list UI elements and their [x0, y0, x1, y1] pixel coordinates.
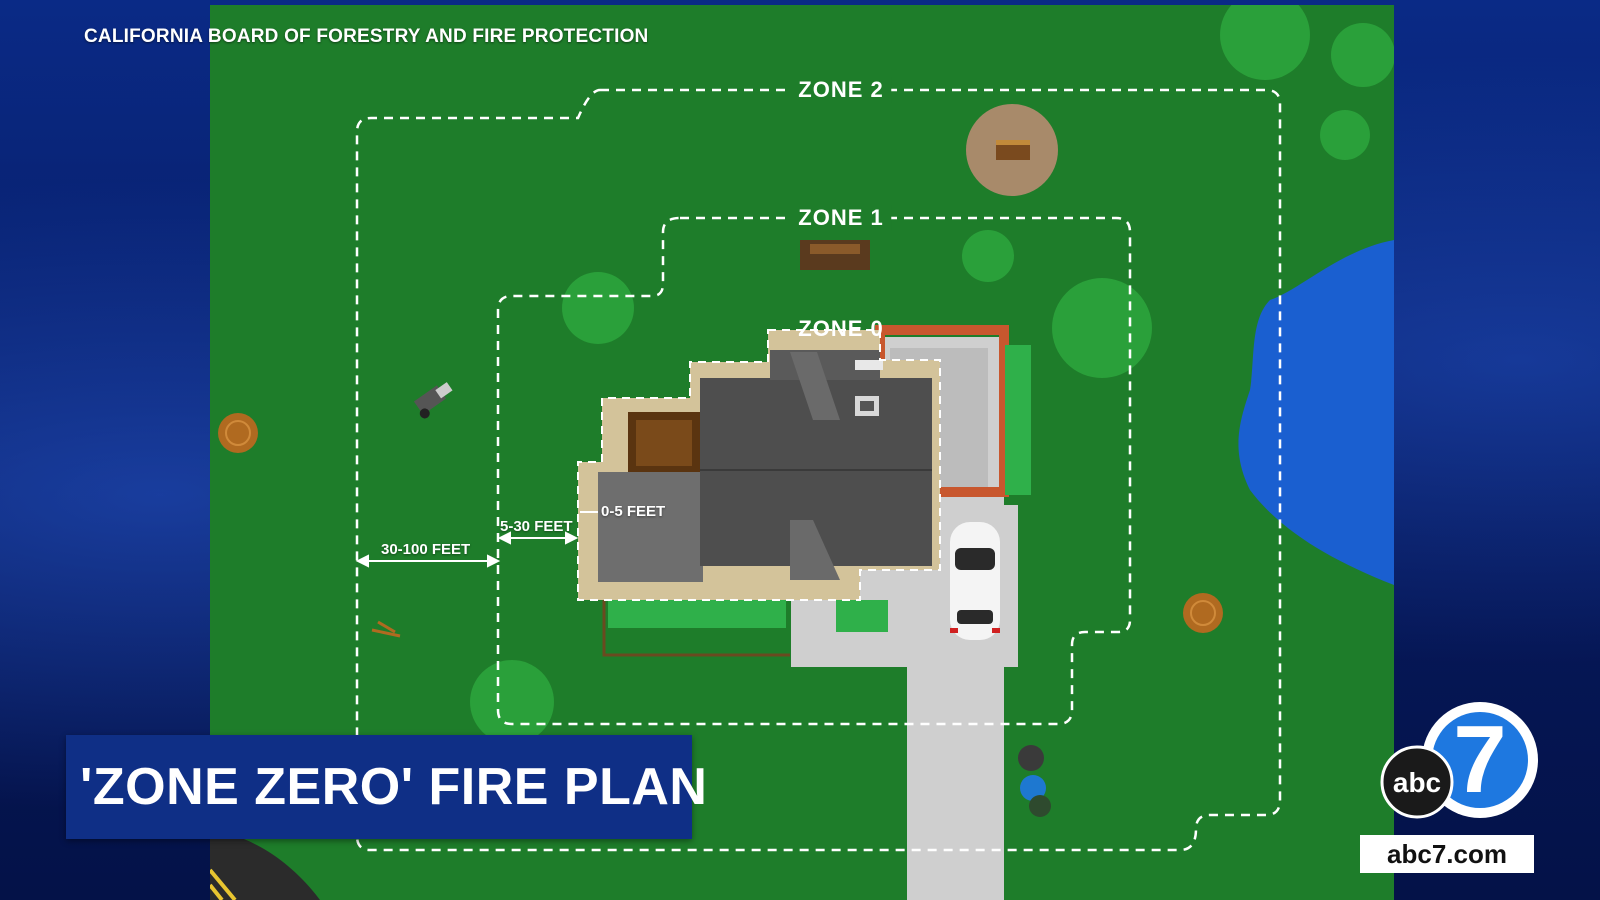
zone-0-boundary — [577, 329, 941, 601]
planter-icon — [608, 600, 786, 628]
headline-text: 'ZONE ZERO' FIRE PLAN — [80, 758, 708, 816]
stump-icon — [1183, 593, 1223, 633]
tree-icon — [962, 230, 1014, 282]
logo-url: abc7.com — [1360, 835, 1534, 873]
tree-icon — [1220, 5, 1310, 80]
trash-bin-icon — [1020, 775, 1046, 801]
zone-2-boundary — [355, 88, 1282, 852]
planter-icon — [836, 600, 888, 632]
tree-icon — [1052, 278, 1152, 378]
road-icon — [210, 830, 320, 900]
zone-0-distance-label: 0-5 FEET — [601, 503, 666, 520]
headline-bar: 'ZONE ZERO' FIRE PLAN — [66, 735, 707, 839]
road-line-icon — [210, 868, 237, 900]
tree-icon — [1331, 23, 1394, 87]
pond-icon — [1238, 240, 1394, 585]
trash-bin-icon — [1029, 795, 1051, 817]
zone-0-label: ZONE 0 — [798, 316, 884, 341]
zone-1-boundary — [496, 216, 1132, 726]
zone-1-distance-label: 5-30 FEET — [500, 518, 573, 535]
tree-icon — [470, 660, 554, 744]
car-icon — [950, 522, 1000, 640]
lawnmower-icon — [413, 382, 453, 419]
zone-2-label: ZONE 2 — [790, 77, 892, 103]
bench-icon — [800, 240, 870, 270]
zone-1-label: ZONE 1 — [790, 205, 892, 231]
tree-icon — [562, 272, 634, 344]
logo-number: 7 — [1453, 706, 1506, 813]
abc7-logo-graphic: 7 abc — [1380, 702, 1538, 819]
trash-bin-icon — [1018, 745, 1044, 771]
logo-circle-text: abc — [1393, 767, 1441, 798]
driveway-icon — [907, 660, 1004, 900]
abc7-logo-icon: 7 abc — [1380, 700, 1540, 830]
source-credit: CALIFORNIA BOARD OF FORESTRY AND FIRE PR… — [84, 26, 649, 47]
tree-icon — [1320, 110, 1370, 160]
house-roof-icon — [598, 350, 932, 582]
stump-icon — [218, 413, 258, 453]
distance-arrows — [355, 511, 598, 568]
tree-group — [470, 5, 1394, 744]
zone-2-distance-label: 30-100 FEET — [381, 541, 471, 558]
